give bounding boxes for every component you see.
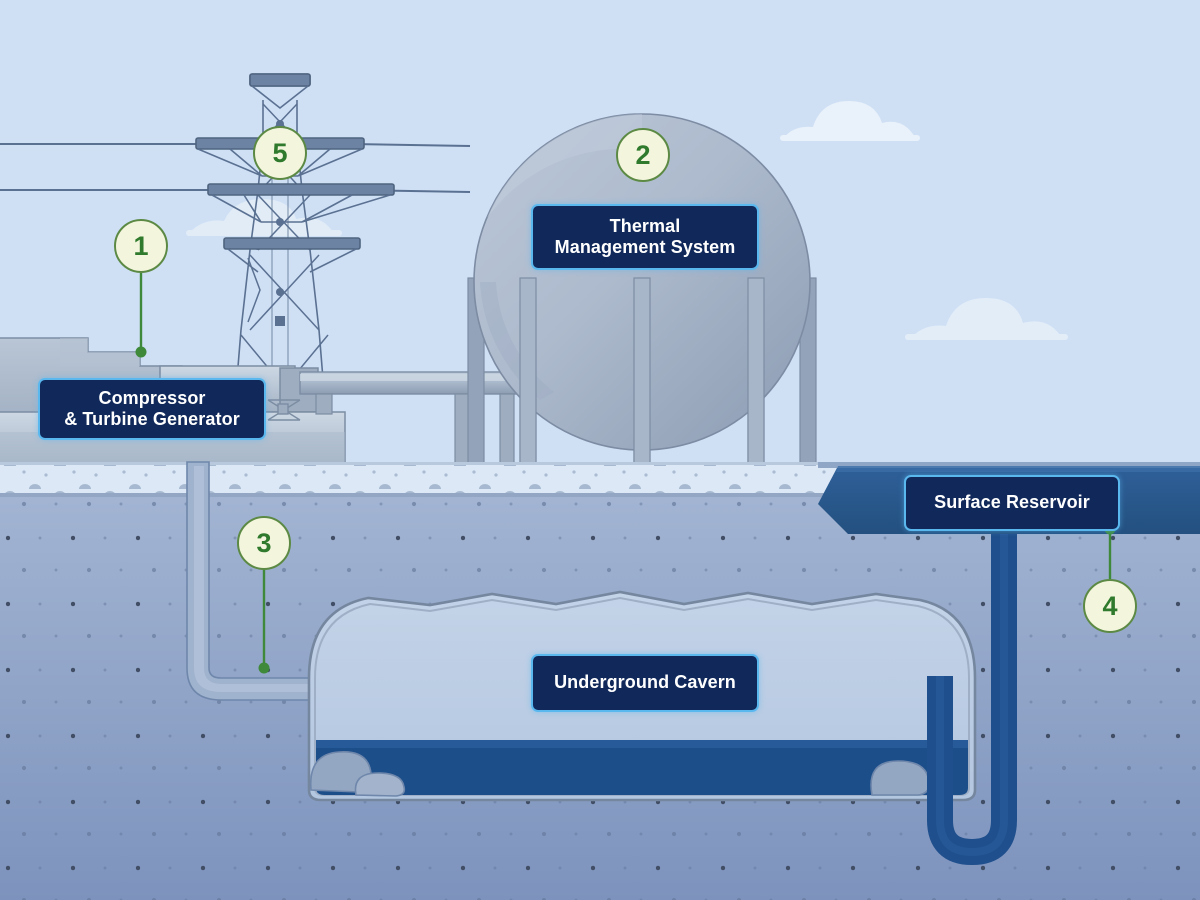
cloud-left [186,199,342,236]
connecting-pipe [299,371,551,471]
callout-thermal-management-system[interactable]: Thermal Management System [531,204,759,270]
callout-underground-cavern[interactable]: Underground Cavern [531,654,759,712]
tower-crossarm-2 [207,183,395,223]
cloud-top-right [780,101,920,141]
marker-5[interactable]: 5 [253,126,307,180]
transmission-lines [0,143,471,193]
cloud-right [905,298,1068,340]
cavern-water [316,740,968,795]
brine-pipe [927,500,1017,866]
transmission-tower [195,73,395,441]
marker-3[interactable]: 3 [237,516,291,570]
callout-surface-reservoir[interactable]: Surface Reservoir [904,475,1120,531]
marker-leader-lines [139,273,1112,668]
cavern-rocks [309,751,930,797]
marker-4[interactable]: 4 [1083,579,1137,633]
callout-compressor-turbine-generator[interactable]: Compressor & Turbine Generator [38,378,266,440]
marker-1[interactable]: 1 [114,219,168,273]
marker-2[interactable]: 2 [616,128,670,182]
tower-crossarm-3 [223,237,361,273]
